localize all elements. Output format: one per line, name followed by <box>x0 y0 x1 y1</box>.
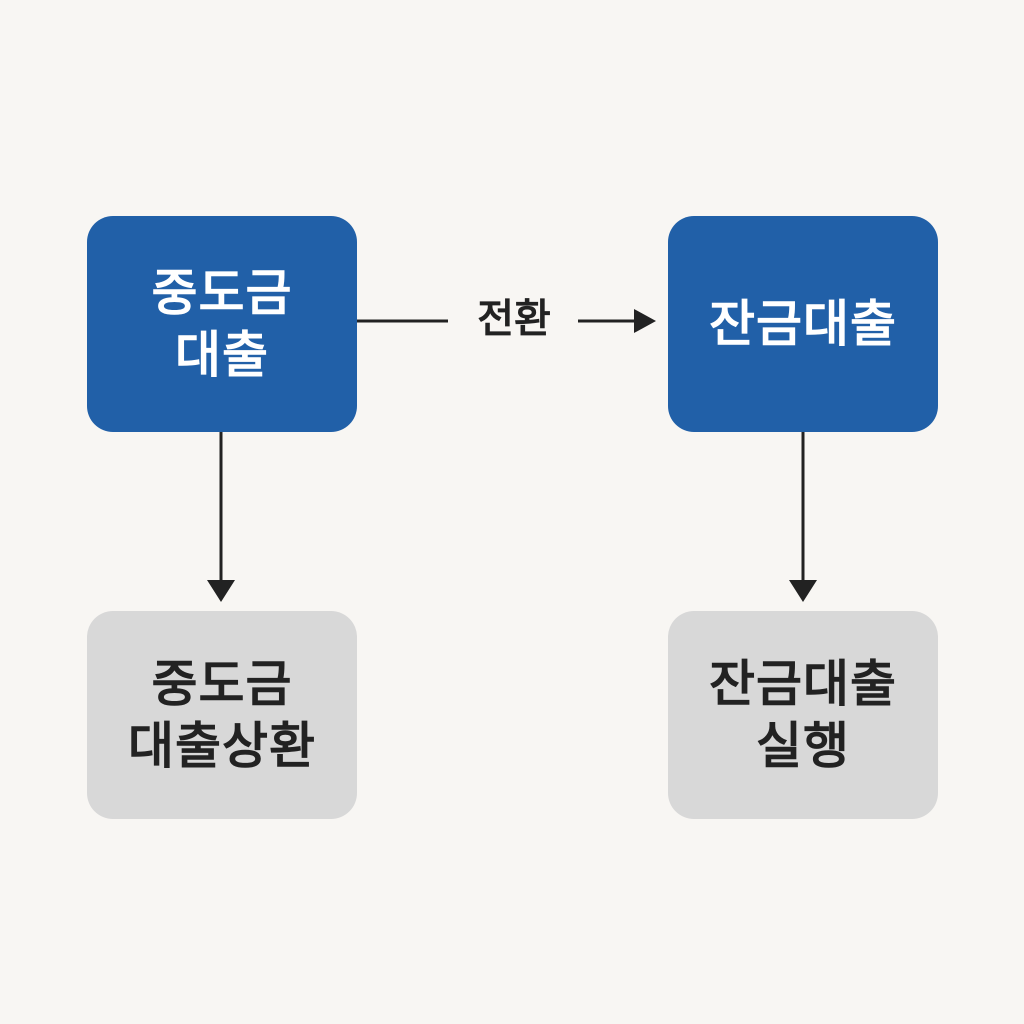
node-balance-execution-line-2: 실행 <box>756 717 850 775</box>
node-midterm-repayment-line-1: 중도금 <box>151 655 293 713</box>
node-balance-loan: 잔금대출 <box>668 216 938 432</box>
node-midterm-loan: 중도금 대출 <box>87 216 357 432</box>
node-balance-execution: 잔금대출 실행 <box>668 611 938 819</box>
node-midterm-loan-line-1: 중도금 <box>151 264 293 322</box>
node-midterm-repayment: 중도금 대출상환 <box>87 611 357 819</box>
node-midterm-loan-line-2: 대출 <box>175 326 269 384</box>
transition-arrowhead <box>634 309 656 333</box>
arrowhead-midterm-to-repayment <box>207 580 235 602</box>
arrowhead-balance-to-execution <box>789 580 817 602</box>
node-midterm-repayment-line-2: 대출상환 <box>128 717 316 775</box>
transition-label: 전환 <box>477 296 551 342</box>
node-balance-loan-line-1: 잔금대출 <box>709 295 897 353</box>
node-balance-execution-line-1: 잔금대출 <box>709 655 897 713</box>
